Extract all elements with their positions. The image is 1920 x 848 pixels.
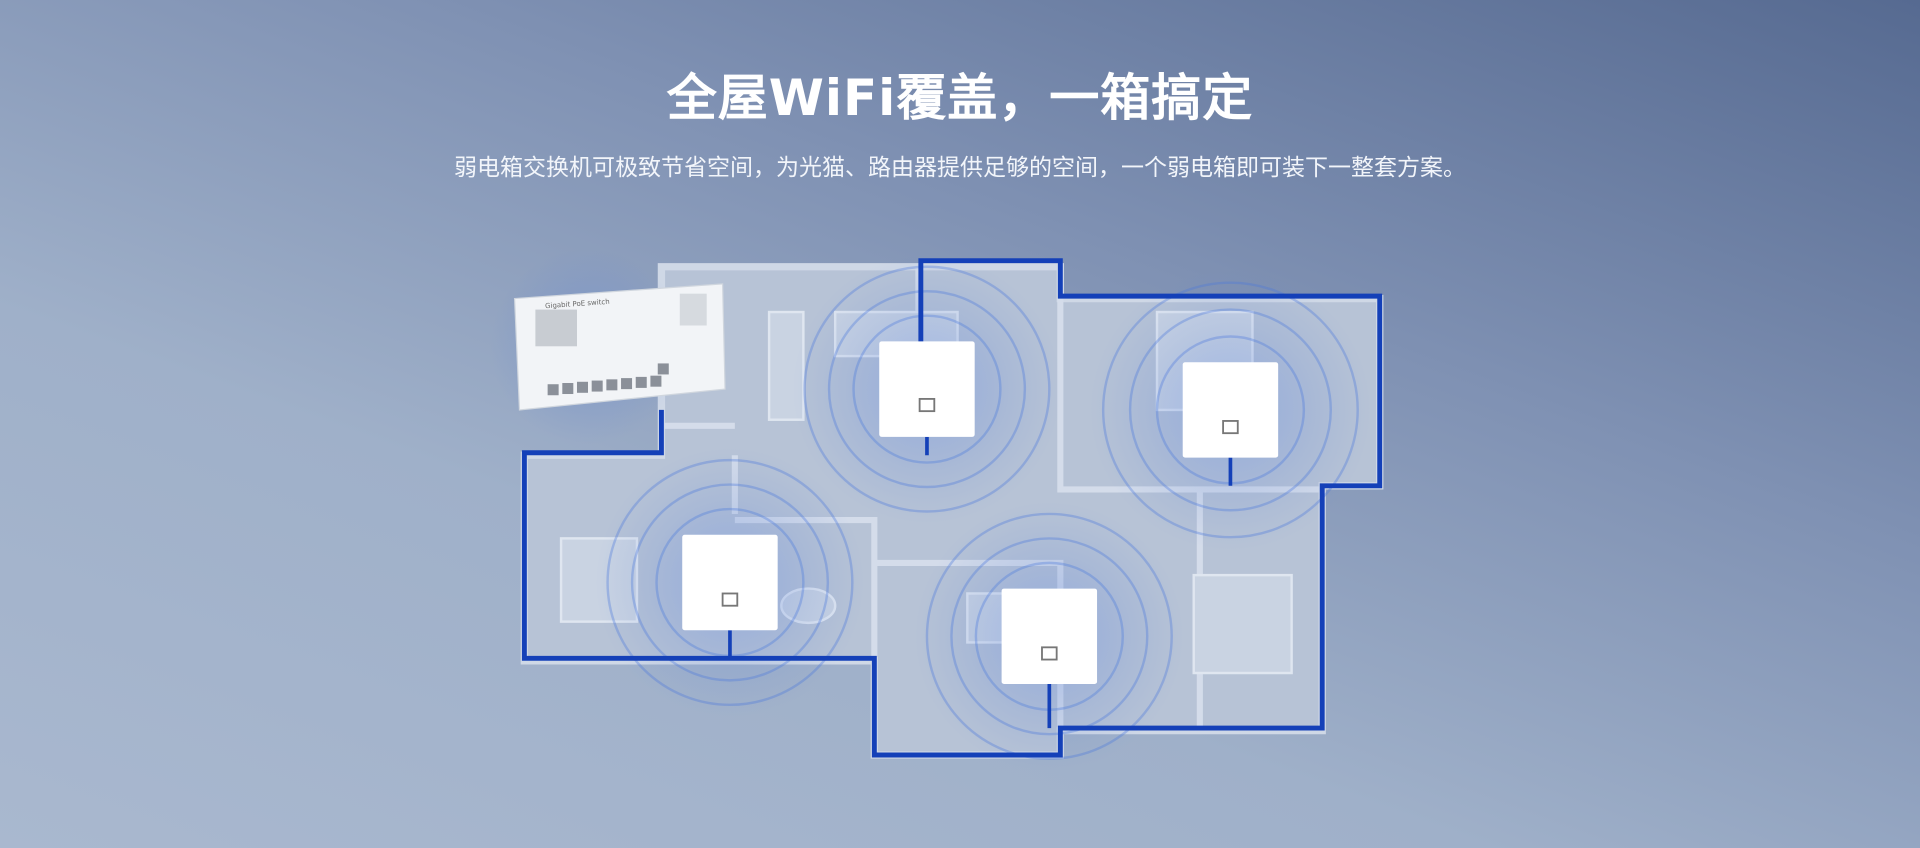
ap-cables	[728, 436, 1233, 729]
poe-switch	[513, 283, 726, 411]
wall-ap	[682, 534, 778, 631]
page-subtitle: 弱电箱交换机可极致节省空间，为光猫、路由器提供足够的空间，一个弱电箱即可装下一整…	[454, 155, 1466, 181]
wall-ap	[879, 341, 975, 437]
wall-ap	[1182, 362, 1279, 458]
page-title: 全屋WiFi覆盖，一箱搞定	[666, 69, 1254, 127]
wall-ap	[1001, 588, 1098, 685]
network-cable	[521, 258, 1383, 758]
access-points	[682, 341, 1279, 685]
